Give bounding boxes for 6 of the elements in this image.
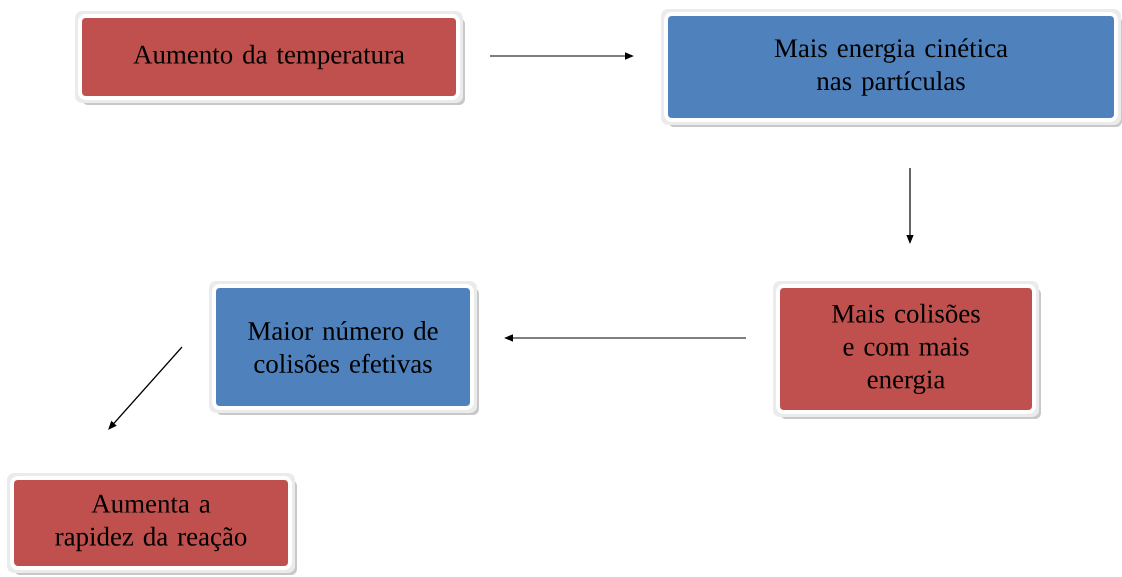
process-box: Aumento da temperatura bbox=[75, 11, 465, 105]
process-box: Aumenta a rapidez da reação bbox=[7, 473, 297, 575]
process-box: Mais colisões e com mais energia bbox=[773, 281, 1041, 419]
arrow bbox=[108, 346, 183, 430]
process-box: Mais energia cinética nas partículas bbox=[661, 9, 1122, 127]
process-box: Maior número de colisões efetivas bbox=[209, 281, 479, 415]
